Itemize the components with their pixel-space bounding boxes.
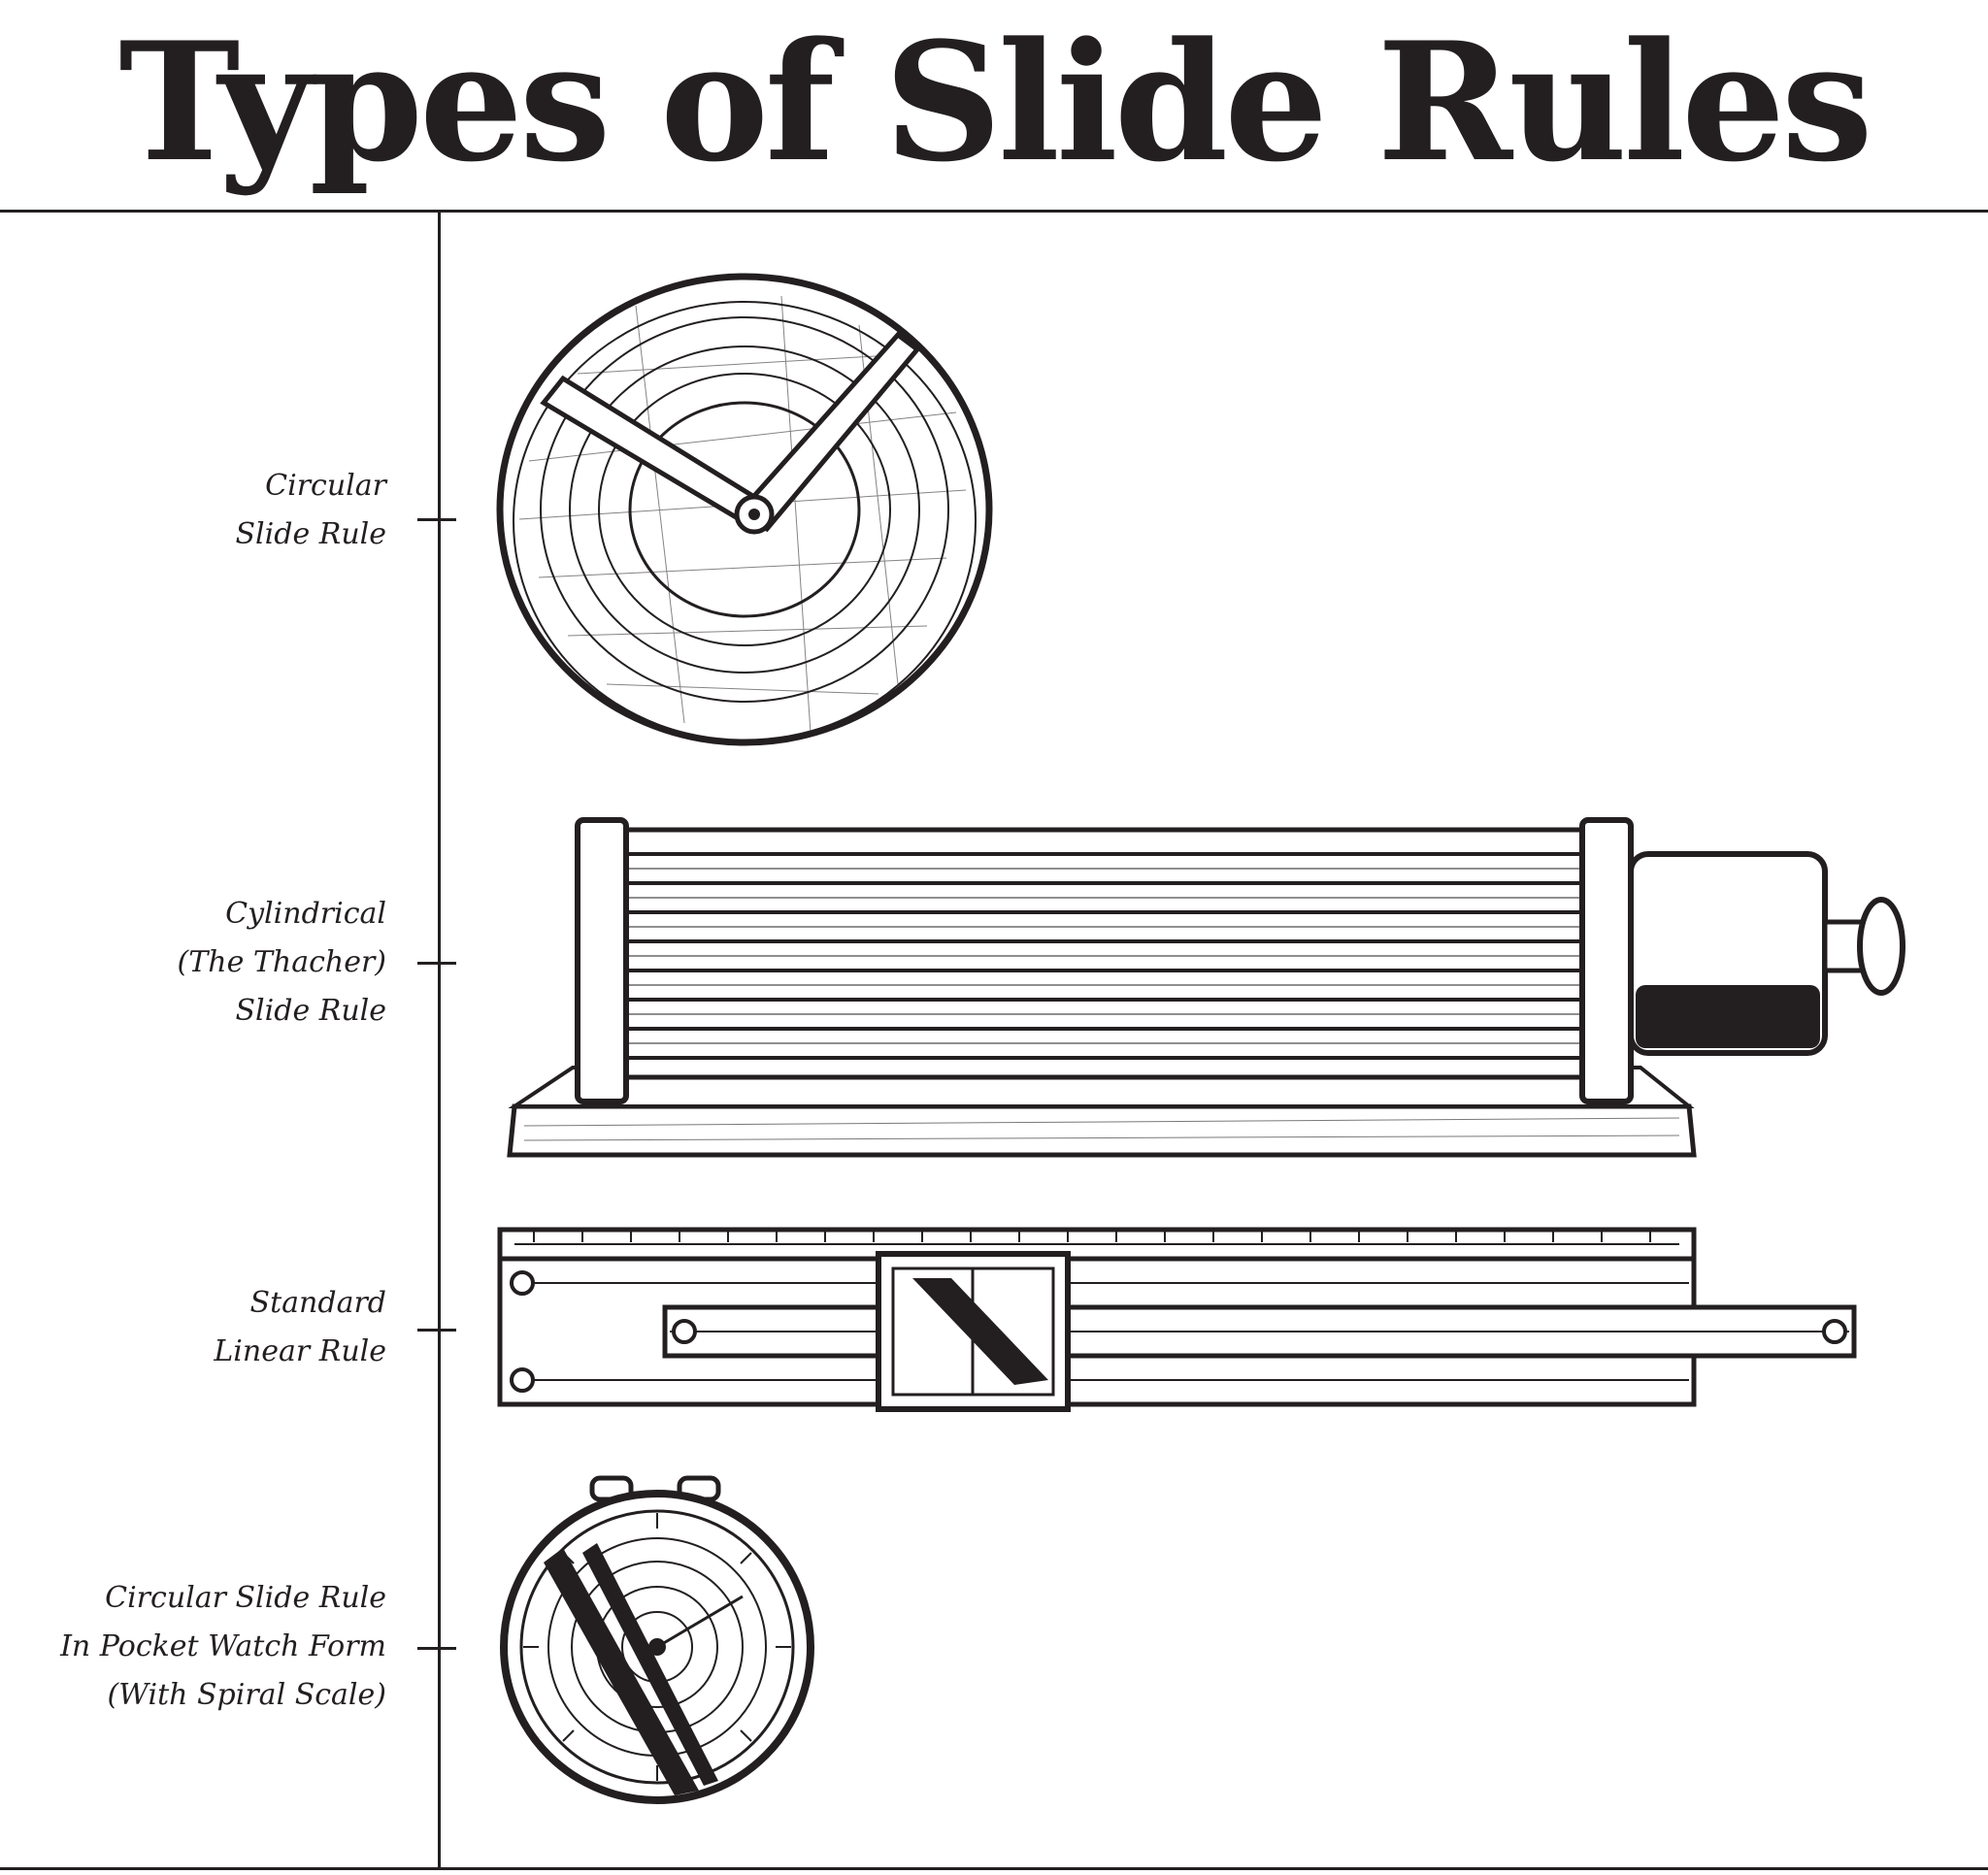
label-line: Standard [249, 1286, 386, 1320]
label-pocket-watch-slide-rule: Circular Slide Rule In Pocket Watch Form… [60, 1574, 386, 1720]
label-pointer-circular [417, 518, 456, 521]
label-line: Linear Rule [214, 1334, 386, 1368]
label-line: Slide Rule [235, 994, 387, 1028]
label-circular-slide-rule: Circular Slide Rule [236, 462, 387, 559]
label-line: Circular [265, 469, 386, 503]
standard-linear-rule-illustration [497, 1227, 1857, 1412]
label-cylindrical-slide-rule: Cylindrical (The Thacher) Slide Rule [178, 890, 386, 1036]
label-line: Circular Slide Rule [105, 1581, 386, 1615]
title-divider [0, 210, 1988, 213]
label-line: In Pocket Watch Form [60, 1629, 386, 1663]
label-standard-linear-rule: Standard Linear Rule [214, 1279, 386, 1376]
label-column-divider [438, 211, 441, 1870]
label-line: (The Thacher) [177, 945, 386, 979]
label-pointer-linear [417, 1329, 456, 1332]
label-pointer-pocket-watch [417, 1647, 456, 1650]
label-pointer-cylindrical [417, 962, 456, 965]
bottom-border [0, 1867, 1988, 1870]
label-line: (With Spiral Scale) [107, 1678, 386, 1712]
pocket-watch-slide-rule-illustration [500, 1475, 814, 1804]
label-line: Slide Rule [235, 517, 387, 551]
page-title: Types of Slide Rules [118, 6, 1872, 198]
circular-slide-rule-illustration [496, 273, 993, 746]
cylindrical-slide-rule-illustration [507, 817, 1905, 1158]
label-line: Cylindrical [225, 897, 386, 931]
